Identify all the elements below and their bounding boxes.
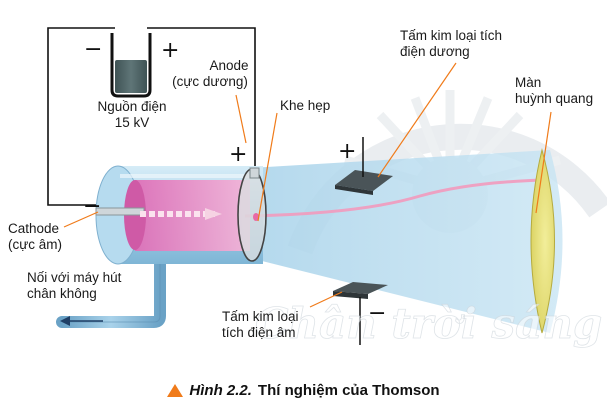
anode-label: Anode (cực dương) (153, 58, 267, 90)
screen-label: Màn huỳnh quang (515, 75, 593, 107)
negative-plate-line-1: Tấm kim loại (222, 309, 299, 324)
power-source-label: Nguồn điện 15 kV (77, 99, 187, 131)
cathode-label: Cathode (cực âm) (8, 221, 62, 253)
negative-plate-line-2: tích điện âm (222, 325, 296, 340)
anode-electrode (249, 167, 260, 179)
slit-label: Khe hẹp (280, 98, 331, 113)
caption-title: Thí nghiệm của Thomson (257, 381, 440, 399)
screen-line-2: huỳnh quang (515, 91, 594, 106)
cathode-line-2: (cực âm) (8, 237, 63, 252)
battery-minus-sign: − (84, 37, 103, 62)
power-source-line-1: Nguồn điện (97, 99, 167, 114)
watermark-text: Chân trời sáng tạo (255, 299, 607, 348)
slit-disk (237, 168, 267, 262)
positive-plate-line-1: Tấm kim loại tích (400, 28, 503, 43)
glass-cone (250, 150, 563, 333)
caption-marker-icon (167, 383, 184, 397)
leader-lines (63, 62, 552, 308)
battery-plus-sign: + (161, 38, 180, 63)
anode-line-1: Anode (209, 58, 249, 73)
plate-minus-sign: − (368, 301, 387, 326)
anode-line-2: (cực dương) (172, 74, 248, 89)
electron-beam (140, 178, 546, 220)
screen-line-1: Màn (515, 75, 542, 90)
negative-plate-label: Tấm kim loại tích điện âm (222, 309, 299, 341)
vacuum-pipe (56, 249, 166, 328)
cathode-minus-sign: − (83, 194, 102, 219)
vacuum-line-1: Nối với máy hút (27, 270, 122, 285)
vacuum-label: Nối với máy hút chân không (27, 270, 121, 302)
positive-plate-label: Tấm kim loại tích điện dương (400, 28, 502, 60)
positive-plate-line-2: điện dương (400, 44, 470, 59)
vacuum-line-2: chân không (27, 286, 97, 301)
cathode-electrode (95, 207, 145, 216)
circuit-wires (47, 27, 256, 206)
power-source (110, 33, 152, 98)
power-source-line-2: 15 kV (114, 115, 150, 130)
figure-caption: Hình 2.2. Thí nghiệm của Thomson (0, 378, 607, 402)
cathode-line-1: Cathode (8, 221, 60, 236)
negative-plate (333, 282, 388, 345)
caption-figure-number: Hình 2.2. (189, 381, 252, 399)
fluorescent-screen (530, 148, 555, 334)
plate-plus-sign: + (338, 139, 357, 164)
anode-plus-sign: + (229, 142, 248, 167)
